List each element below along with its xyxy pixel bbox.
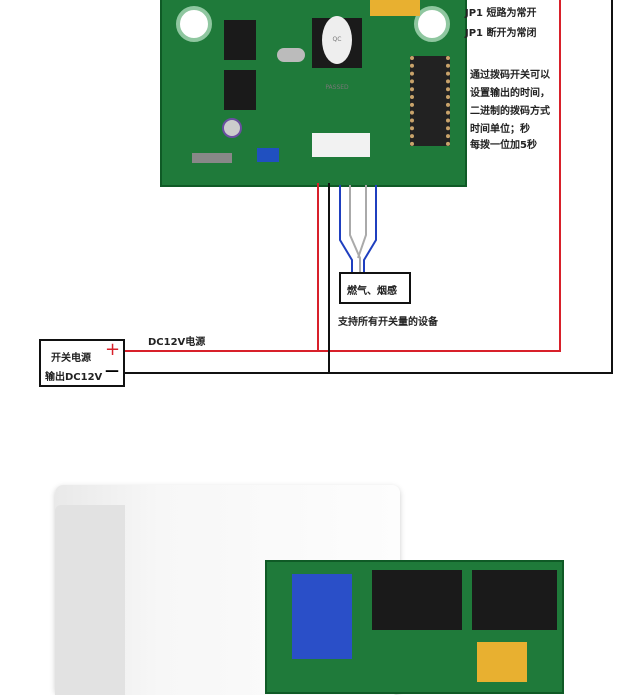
mount-hole (414, 6, 450, 42)
relay (370, 0, 420, 16)
power-label: DC12V电源 (148, 337, 206, 348)
jumper (257, 148, 279, 162)
red-wire (317, 183, 319, 351)
controller-pcb: QC PASSED (160, 0, 467, 187)
crystal (277, 48, 305, 62)
dip-note-1: 通过拨码开关可以 (470, 70, 550, 81)
sensor-box: 燃气、烟感 (339, 272, 411, 304)
relay-yellow (477, 642, 527, 682)
psu-line1: 开关电源 (51, 353, 91, 364)
jp1-short-note: JP1 短路为常开 (465, 8, 537, 19)
black-wire (122, 372, 613, 374)
jp1-open-note: JP1 断开为常闭 (465, 28, 537, 39)
psu-box: 开关电源 输出DC12V + — (39, 339, 125, 387)
dip-note-4: 时间单位；秒 (470, 124, 530, 135)
sensor-wires (339, 185, 377, 272)
terminal-block (472, 570, 557, 630)
psu-line2: 输出DC12V (45, 372, 103, 383)
red-wire (122, 350, 561, 352)
red-wire (559, 0, 561, 352)
black-wire (328, 183, 330, 373)
minus-terminal: — (105, 363, 119, 379)
black-wire (611, 0, 613, 374)
relay-blue (292, 574, 352, 659)
dip-note-3: 二进制的拨码方式 (470, 106, 550, 117)
sensor-label: 燃气、烟感 (347, 286, 397, 297)
dip-note-2: 设置输出的时间， (470, 88, 550, 99)
mount-hole (176, 6, 212, 42)
pin-header (192, 153, 232, 163)
relay-pcb (265, 560, 564, 694)
dip-note-5: 每拨一位加5秒 (470, 140, 537, 151)
ic-chip (224, 70, 256, 110)
ic-chip (224, 20, 256, 60)
terminal-connector (312, 133, 370, 157)
enclosure-side (55, 505, 125, 695)
qc-sticker: QC PASSED (322, 16, 352, 91)
sensor-note: 支持所有开关量的设备 (338, 317, 438, 328)
capacitor (222, 118, 242, 138)
plus-terminal: + (105, 339, 121, 360)
terminal-block (372, 570, 462, 630)
dip-switch (410, 56, 450, 146)
